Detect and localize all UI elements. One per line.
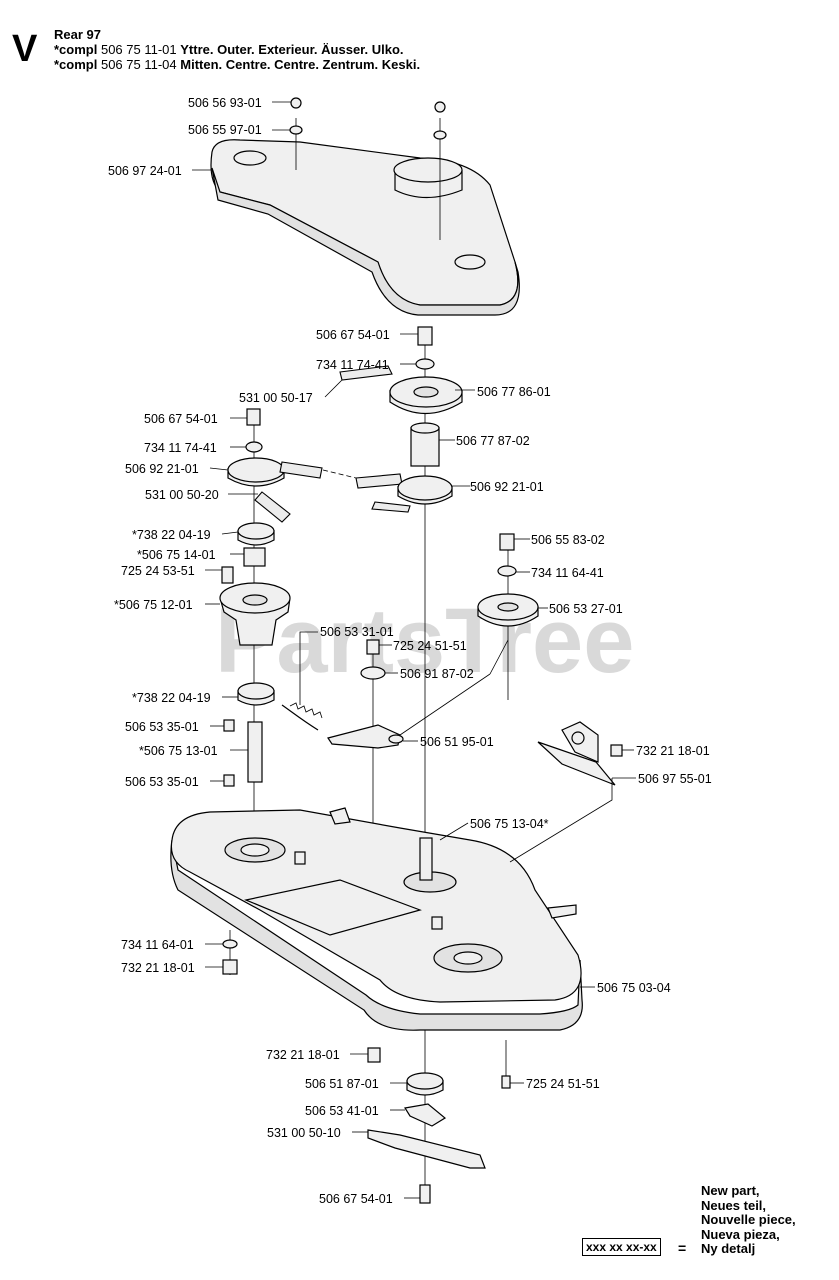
label-531-00-50-10: 531 00 50-10 [267, 1126, 341, 1140]
label-506-75-13-01: *506 75 13-01 [139, 744, 218, 758]
label-506-67-54-01-b: 506 67 54-01 [144, 412, 218, 426]
label-738-22-04-19: *738 22 04-19 [132, 528, 211, 542]
label-725-24-53-51: 725 24 53-51 [121, 564, 195, 578]
label-506-53-31-01: 506 53 31-01 [320, 625, 394, 639]
idler-pulley [477, 533, 539, 700]
label-506-53-41-01: 506 53 41-01 [305, 1104, 379, 1118]
label-506-67-54-01-c: 506 67 54-01 [319, 1192, 393, 1206]
label-732-21-18-01-b: 732 21 18-01 [121, 961, 195, 975]
label-506-75-14-01: *506 75 14-01 [137, 548, 216, 562]
mower-deck [170, 807, 583, 1031]
right-pulley-stack [322, 326, 463, 840]
section-title: Rear 97 [54, 27, 101, 42]
label-734-11-74-41-b: 734 11 74-41 [144, 441, 217, 455]
label-506-92-21-01: 506 92 21-01 [125, 462, 199, 476]
blade-assembly [222, 930, 511, 1204]
label-738-22-04-19-b: *738 22 04-19 [132, 691, 211, 705]
label-506-97-55-01: 506 97 55-01 [638, 772, 712, 786]
label-506-53-27-01: 506 53 27-01 [549, 602, 623, 616]
top-cover [210, 118, 520, 316]
label-506-92-21-01-b: 506 92 21-01 [470, 480, 544, 494]
mounting-bracket [537, 721, 623, 786]
label-506-51-87-01: 506 51 87-01 [305, 1077, 379, 1091]
header-line-1: *compl 506 75 11-01 Yttre. Outer. Exteri… [54, 42, 404, 57]
header-line-2: *compl 506 75 11-04 Mitten. Centre. Cent… [54, 57, 421, 72]
label-531-00-50-20: 531 00 50-20 [145, 488, 219, 502]
label-506-91-87-02: 506 91 87-02 [400, 667, 474, 681]
label-506-53-35-01: 506 53 35-01 [125, 720, 199, 734]
label-506-75-13-04: 506 75 13-04* [470, 817, 549, 831]
part-labels: 506 56 93-01 506 55 97-01 506 97 24-01 5… [108, 96, 712, 1206]
label-732-21-18-01-c: 732 21 18-01 [266, 1048, 340, 1062]
label-506-75-03-04: 506 75 03-04 [597, 981, 671, 995]
label-506-56-93-01: 506 56 93-01 [188, 96, 262, 110]
top-screws [289, 97, 447, 140]
label-506-77-87-02: 506 77 87-02 [456, 434, 530, 448]
label-506-55-83-02: 506 55 83-02 [531, 533, 605, 547]
label-506-51-95-01: 506 51 95-01 [420, 735, 494, 749]
leader-lines [192, 101, 636, 1199]
label-506-75-12-01: *506 75 12-01 [114, 598, 193, 612]
new-part-legend: New part, Neues teil, Nouvelle piece, Nu… [701, 1183, 796, 1257]
label-734-11-74-41: 734 11 74-41 [316, 358, 389, 372]
left-pulley-stack [219, 408, 323, 840]
label-725-24-51-51-b: 725 24 51-51 [526, 1077, 600, 1091]
label-506-53-35-01-b: 506 53 35-01 [125, 775, 199, 789]
label-734-11-64-01: 734 11 64-01 [121, 938, 194, 952]
label-506-67-54-01: 506 67 54-01 [316, 328, 390, 342]
label-506-55-97-01: 506 55 97-01 [188, 123, 262, 137]
label-734-11-64-41: 734 11 64-41 [531, 566, 604, 580]
label-506-77-86-01: 506 77 86-01 [477, 385, 551, 399]
legend-equals: = [678, 1240, 687, 1256]
section-letter: V [12, 28, 38, 70]
legend-part-number-box: xxx xx xx-xx [582, 1238, 661, 1256]
label-531-00-50-17: 531 00 50-17 [239, 391, 313, 405]
label-725-24-51-51: 725 24 51-51 [393, 639, 467, 653]
label-506-97-24-01: 506 97 24-01 [108, 164, 182, 178]
label-732-21-18-01: 732 21 18-01 [636, 744, 710, 758]
